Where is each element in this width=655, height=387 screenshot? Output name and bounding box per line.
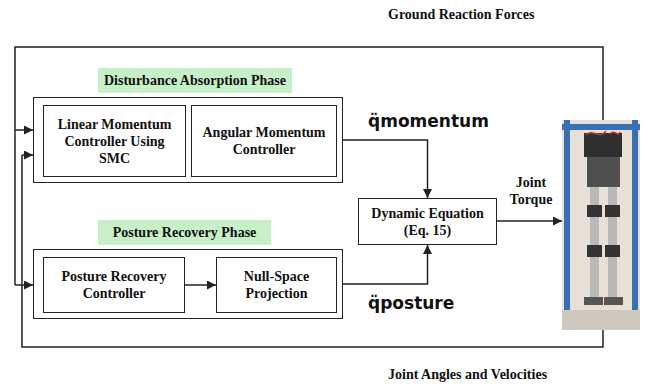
robot-photo: [562, 120, 640, 330]
edge-label: q̈posture: [366, 292, 456, 314]
box-label: Linear Momentum Controller Using SMC: [50, 116, 179, 167]
photo-floor: [562, 310, 640, 330]
phase-group: Disturbance Absorption PhaseLinear Momen…: [33, 97, 343, 183]
process-box: Null-Space Projection: [216, 257, 337, 313]
signal-label: Joint Torque: [501, 174, 561, 208]
process-box: Posture Recovery Controller: [43, 257, 185, 313]
box-label: Posture Recovery Controller: [50, 268, 178, 302]
frame-post: [632, 120, 638, 330]
robot-joint: [605, 245, 620, 257]
signal-arrow: [343, 140, 428, 198]
frame-post: [564, 120, 570, 330]
phase-group: Posture Recovery PhasePosture Recovery C…: [33, 249, 343, 319]
box-text: Angular Momentum Controller: [198, 124, 330, 158]
robot-joint: [587, 245, 602, 257]
box-text: Posture Recovery Controller: [50, 268, 178, 302]
robot-foot: [584, 297, 603, 305]
signal-label: Joint Angles and Velocities: [388, 366, 598, 383]
robot-head: [584, 133, 622, 157]
signal-arrow: [185, 284, 216, 286]
box-label: Null-Space Projection: [223, 268, 330, 302]
box-label: Dynamic Equation (Eq. 15): [365, 205, 490, 239]
robot-foot: [604, 297, 623, 305]
frame-bar: [562, 124, 640, 130]
feedback-arrow: [22, 154, 33, 156]
phase-heading: Disturbance Absorption Phase: [98, 68, 292, 93]
feedback-line: [22, 155, 603, 347]
signal-arrow: [343, 245, 428, 284]
robot-leg: [608, 187, 617, 297]
feedback-arrow: [15, 284, 33, 286]
robot-leg: [590, 187, 599, 297]
box-text: Dynamic Equation (Eq. 15): [365, 205, 490, 239]
photo-ground: [562, 120, 640, 330]
robot-joint: [605, 205, 620, 217]
process-box: Linear Momentum Controller Using SMC: [43, 105, 186, 177]
signal-label: Ground Reaction Forces: [388, 6, 588, 23]
robot-joint: [587, 205, 602, 217]
robot-torso: [587, 157, 620, 187]
box-text: Null-Space Projection: [223, 268, 330, 302]
phase-heading: Posture Recovery Phase: [98, 220, 271, 245]
torque-arrow: [497, 220, 562, 222]
feedback-arrow: [15, 129, 33, 131]
process-box: Dynamic Equation (Eq. 15): [358, 198, 497, 245]
edge-label: q̈momentum: [366, 110, 491, 132]
box-text: Linear Momentum Controller Using SMC: [50, 116, 179, 167]
box-label: Angular Momentum Controller: [198, 124, 330, 158]
robot-wires: [586, 131, 620, 135]
process-box: Angular Momentum Controller: [191, 105, 337, 177]
